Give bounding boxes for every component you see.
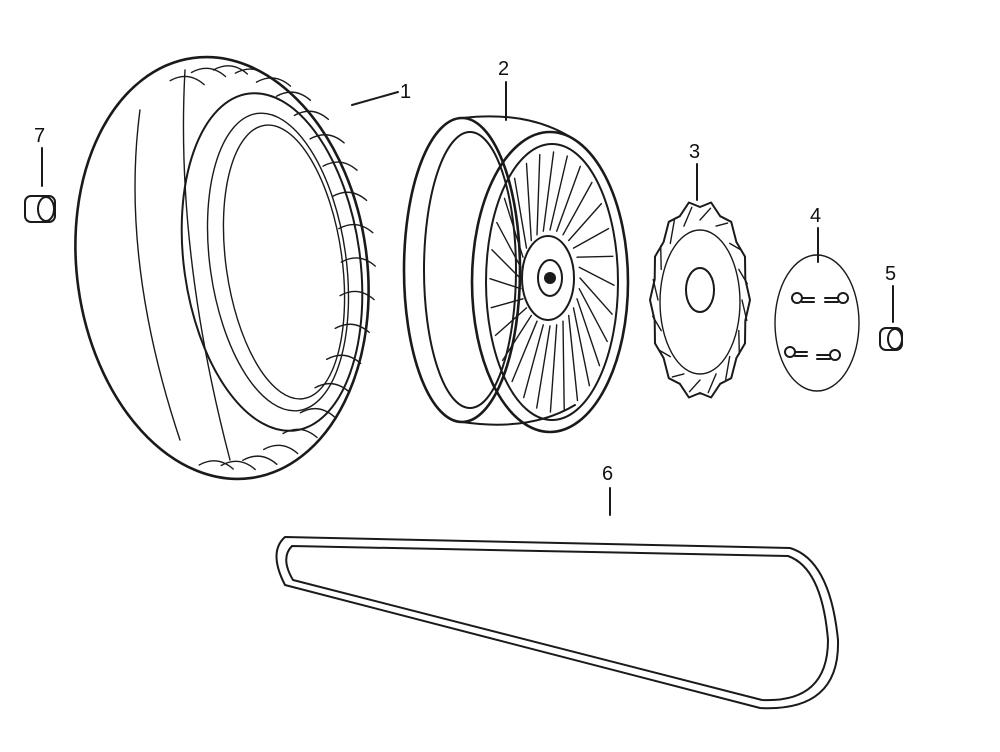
- callout-7: 7: [34, 125, 45, 147]
- callout-1: 1: [400, 81, 411, 103]
- callout-6: 6: [602, 463, 613, 485]
- wheel-rim-part-2: [402, 115, 630, 434]
- spacer-collar-part-7: [24, 195, 56, 223]
- drive-belt-part-6: [275, 536, 840, 710]
- callout-3: 3: [689, 141, 700, 163]
- callout-2: 2: [498, 58, 509, 80]
- callout-labels: 1 2 3 4 5 6 7: [34, 58, 896, 485]
- leader-lines: [41, 81, 894, 516]
- brake-disc-part-3: [649, 201, 751, 399]
- leader-line-1: [351, 91, 399, 106]
- tire-part-1: [74, 55, 376, 481]
- callout-4: 4: [810, 205, 821, 227]
- callout-5: 5: [885, 263, 896, 285]
- bolts-part-4: [774, 254, 860, 392]
- nut-part-5: [879, 327, 903, 351]
